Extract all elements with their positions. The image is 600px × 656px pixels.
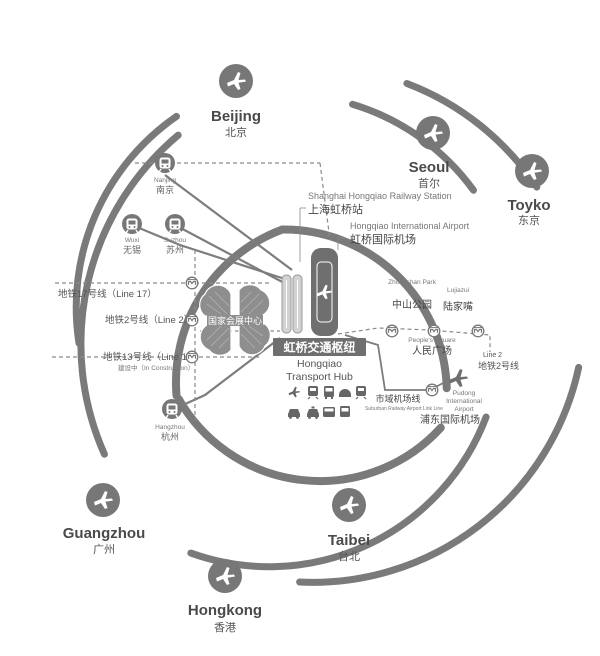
- line2-label: 地铁2号线（Line 2）: [105, 314, 193, 326]
- shuttle-icon: [340, 406, 350, 417]
- line13-note: 建设中（In Construction）: [118, 363, 194, 372]
- pudong-en-2: International: [446, 398, 482, 405]
- railway-station-zh: 上海虹桥站: [308, 202, 363, 216]
- expo-center: 国家会展中心: [199, 284, 271, 356]
- lujiazui-zh: 陆家嘴: [443, 300, 473, 313]
- metro-station-icon: [185, 276, 199, 290]
- pudong-airport-icon-fill: [449, 369, 468, 387]
- metro-station-icon: [427, 324, 441, 338]
- transport-mode-icons: [288, 386, 367, 419]
- svg-text:苏州: 苏州: [166, 244, 184, 255]
- hub-name-en-2: Transport Hub: [286, 371, 353, 383]
- svg-text:香港: 香港: [214, 621, 236, 634]
- rail-city-suzhou: Suzhou 苏州: [164, 214, 186, 255]
- airplane-icon: [288, 386, 300, 398]
- bus-icon: [324, 386, 334, 400]
- svg-text:无锡: 无锡: [123, 245, 141, 255]
- svg-text:杭州: 杭州: [161, 431, 179, 442]
- air-hub-seoul: Seoul 首尔: [409, 116, 450, 190]
- svg-text:Wuxi: Wuxi: [125, 237, 139, 244]
- car-icon: [288, 409, 300, 419]
- lujiazui-en: Lujiazui: [447, 287, 469, 294]
- air-hub-guangzhou: Guangzhou 广州: [63, 483, 146, 556]
- pudong-en-3: Airport: [454, 406, 473, 413]
- rail-city-nanjing: Nanjing 南京: [154, 153, 176, 195]
- rail-city-wuxi: Wuxi 无锡: [122, 214, 142, 255]
- taxi-icon: [307, 406, 319, 419]
- svg-text:Toyko: Toyko: [507, 197, 550, 214]
- pudong-airport-zh: 浦东国际机场: [420, 413, 480, 426]
- svg-text:南京: 南京: [156, 184, 174, 195]
- hub-stations-text: Shanghai Hongqiao Railway Station 上海虹桥站 …: [299, 191, 470, 262]
- inner-ring: [171, 225, 451, 486]
- air-hub-hongkong: Hongkong 香港: [188, 559, 262, 634]
- metro-station-icon: [185, 350, 199, 364]
- svg-text:Hongkong: Hongkong: [188, 602, 262, 619]
- svg-text:Nanjing: Nanjing: [154, 177, 176, 184]
- air-hub-taibei: Taibei 台北: [328, 488, 370, 563]
- svg-text:广州: 广州: [93, 543, 115, 556]
- airport-link-zh: 市域机场线: [375, 393, 420, 404]
- airport-link-en: Suburban Railway Airport Link Line: [365, 406, 443, 412]
- maglev-icon: [339, 389, 351, 397]
- airport-en: Hongqiao International Airport: [350, 221, 470, 231]
- hub-label: 虹桥交通枢纽 Hongqiao Transport Hub: [273, 338, 366, 383]
- expo-center-label: 国家会展中心: [208, 315, 262, 326]
- line2-east-zh: 地铁2号线: [478, 360, 519, 371]
- hub-name-zh: 虹桥交通枢纽: [283, 340, 355, 355]
- metro-station-icon: [185, 313, 199, 327]
- railway-station-en: Shanghai Hongqiao Railway Station: [308, 191, 452, 201]
- zhongshan-park-en: Zhongshan Park: [388, 279, 436, 286]
- airport-terminal: [311, 248, 338, 336]
- metro-icon: [355, 386, 367, 400]
- svg-text:首尔: 首尔: [418, 176, 440, 190]
- zhongshan-park-zh: 中山公园: [392, 298, 432, 311]
- air-hub-tokyo: Toyko 东京: [507, 154, 551, 227]
- svg-text:Beijing: Beijing: [211, 108, 261, 125]
- svg-text:北京: 北京: [225, 125, 247, 139]
- svg-text:Suzhou: Suzhou: [164, 237, 186, 244]
- line2-east-en: Line 2: [483, 352, 502, 359]
- air-hub-beijing: Beijing 北京: [211, 64, 261, 139]
- rail-city-hangzhou: Hangzhou 杭州: [155, 399, 185, 442]
- metro-station-icon: [471, 324, 485, 338]
- metro-line-labels: 地铁17号线（Line 17） 地铁2号线（Line 2） 地铁13号线（Lin…: [58, 276, 202, 372]
- train-icon: [307, 386, 319, 400]
- svg-text:东京: 东京: [518, 213, 540, 227]
- metro-station-icon: [385, 324, 399, 338]
- railway-station: [281, 274, 303, 334]
- airport-zh: 虹桥国际机场: [350, 232, 416, 246]
- svg-text:台北: 台北: [338, 549, 360, 563]
- coach-icon: [323, 407, 335, 417]
- hub-name-en-1: Hongqiao: [297, 358, 342, 370]
- metro-station-icon: [425, 383, 439, 397]
- svg-text:Hangzhou: Hangzhou: [155, 424, 185, 431]
- pudong-en-1: Pudong: [453, 390, 476, 397]
- line13-label: 地铁13号线（Line 13）: [103, 351, 202, 363]
- svg-text:Seoul: Seoul: [409, 159, 450, 176]
- peoples-square-en: People's Square: [408, 337, 456, 344]
- east-stations: Zhongshan Park 中山公园 Lujiazui 陆家嘴 People'…: [365, 279, 519, 426]
- svg-text:Guangzhou: Guangzhou: [63, 525, 146, 542]
- svg-text:Taibei: Taibei: [328, 532, 370, 549]
- line17-label: 地铁17号线（Line 17）: [58, 288, 157, 300]
- peoples-square-zh: 人民广场: [412, 344, 452, 357]
